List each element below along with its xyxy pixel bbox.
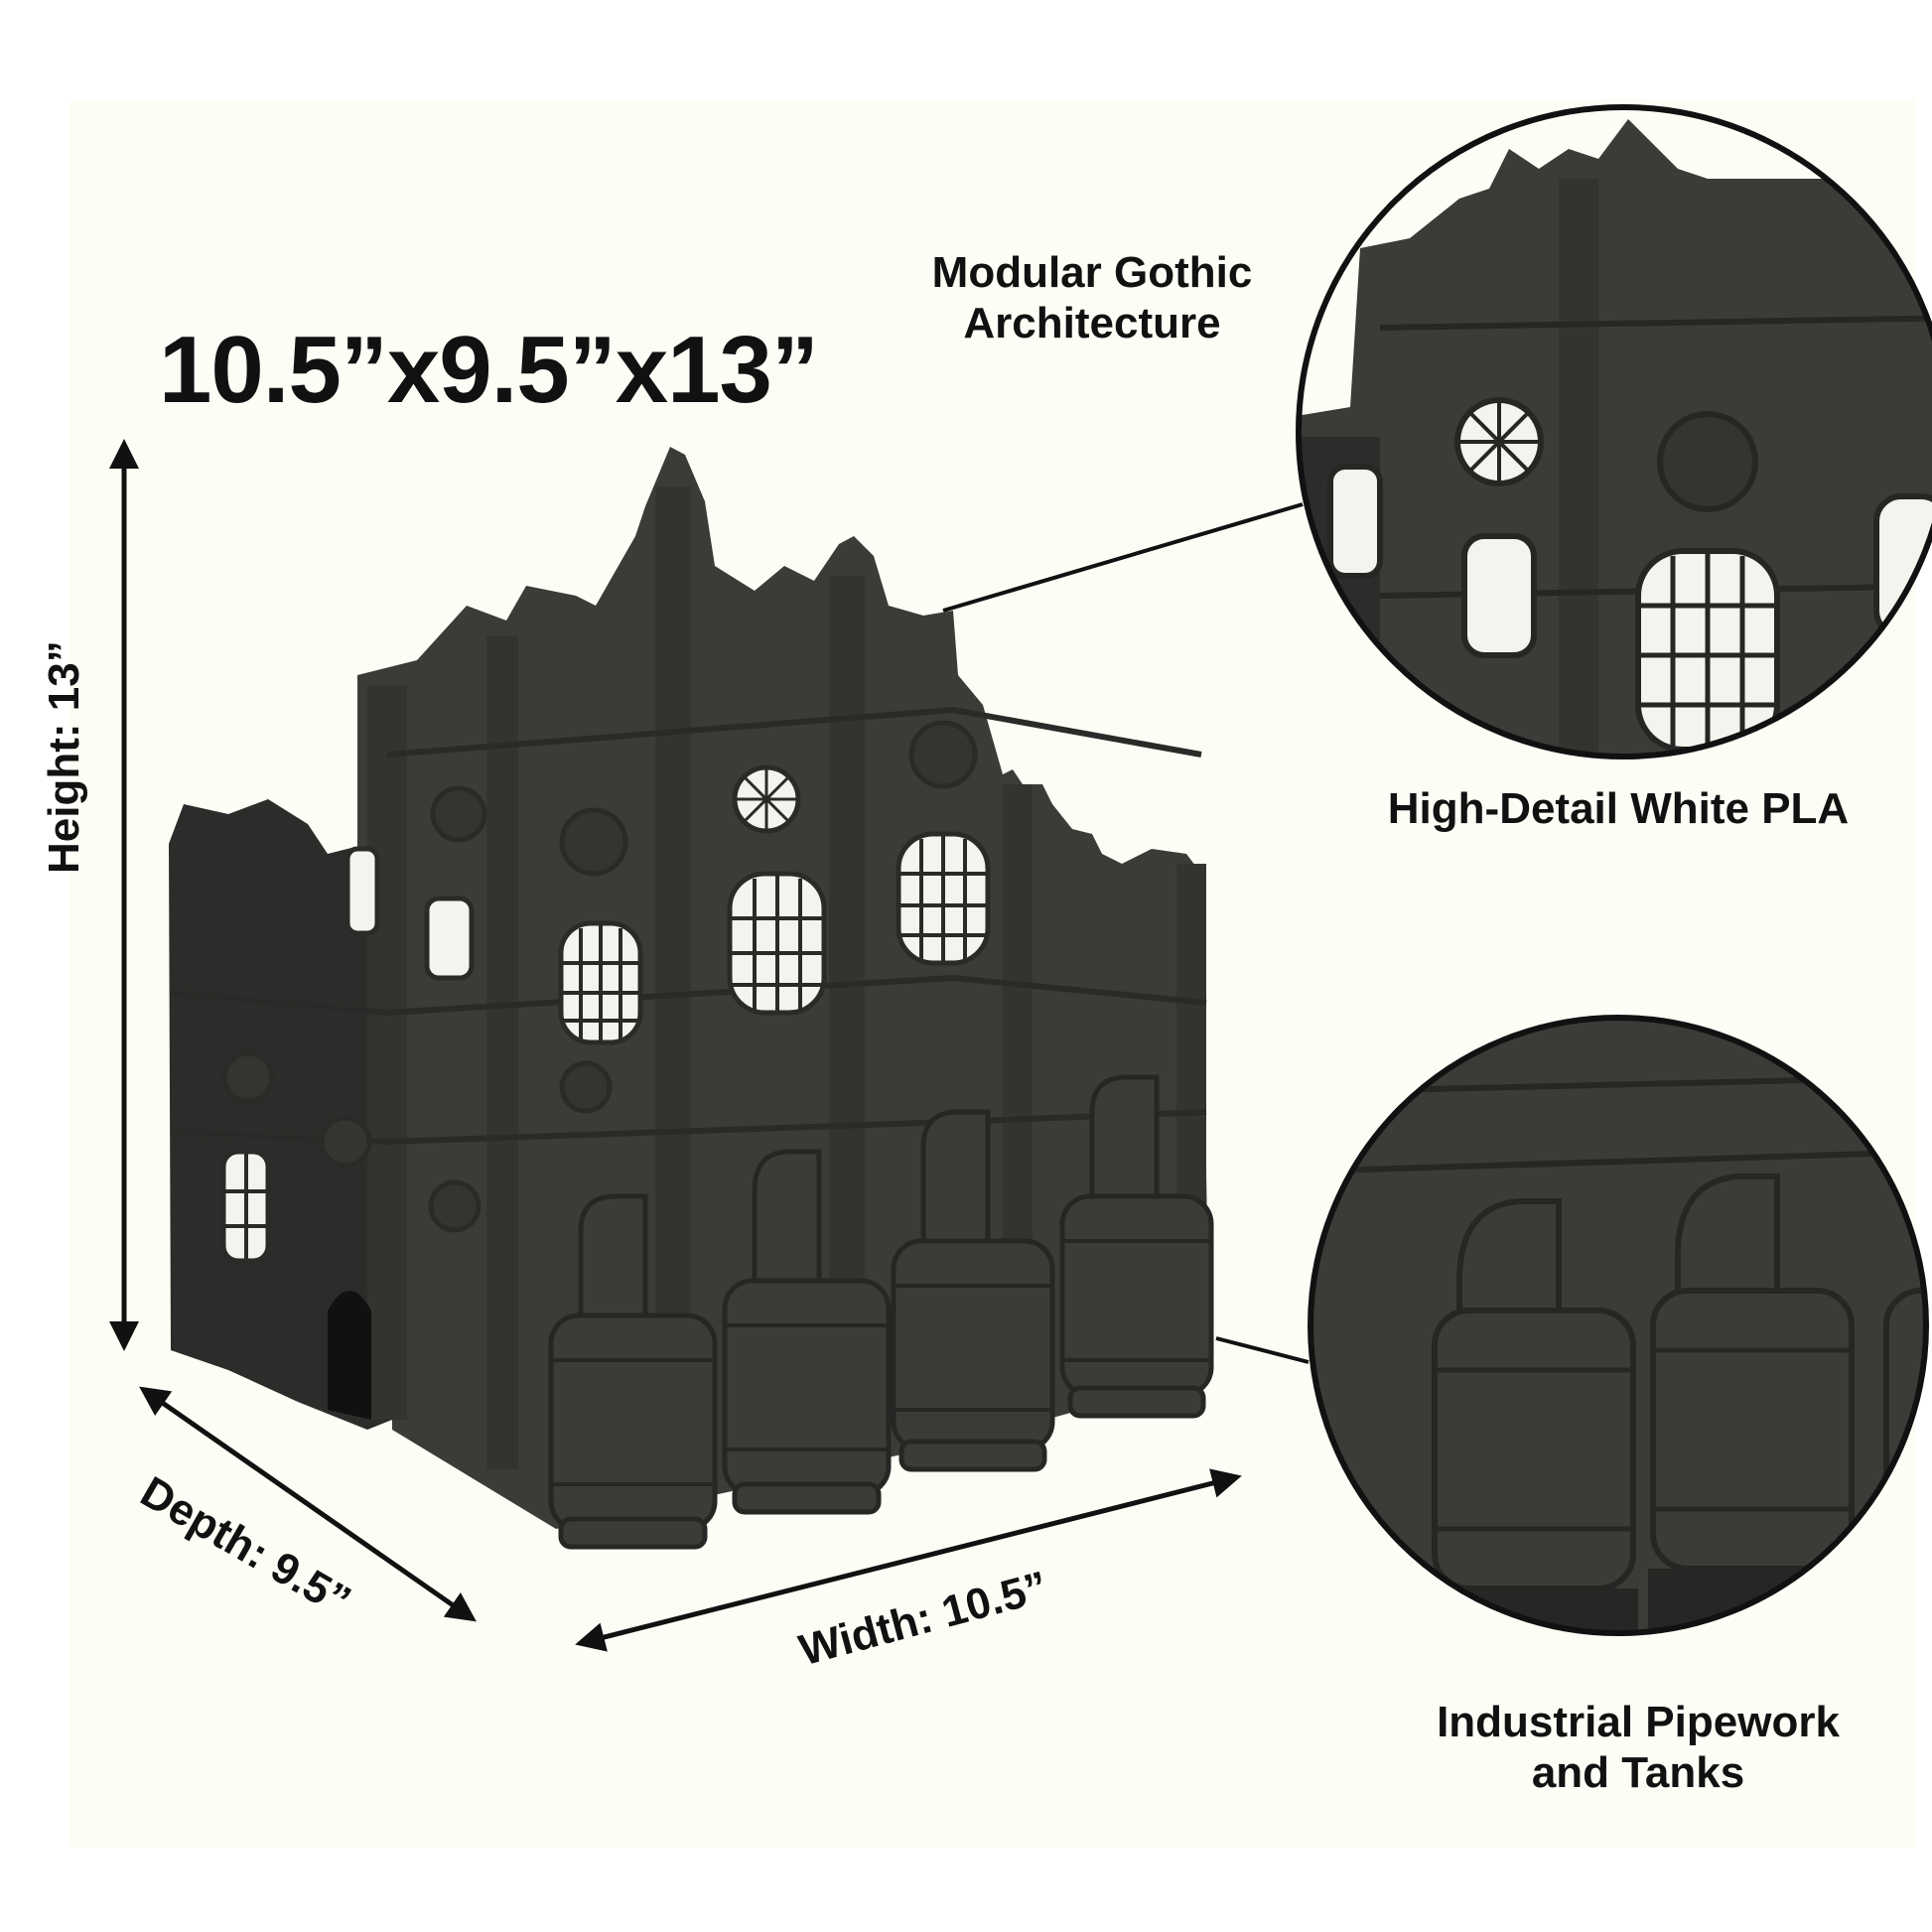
feature-material-label: High-Detail White PLA	[1330, 784, 1906, 835]
width-arrow	[575, 1468, 1242, 1652]
feature-line: Architecture	[963, 298, 1221, 347]
detail-callout-pipework	[1308, 1015, 1929, 1636]
feature-line: High-Detail White PLA	[1387, 784, 1850, 833]
tanks	[548, 1074, 1214, 1550]
side-wall	[169, 799, 392, 1430]
building-model	[169, 447, 1214, 1550]
callout-line-architecture	[942, 502, 1304, 613]
feature-line: Modular Gothic	[931, 248, 1253, 297]
feature-line: Industrial Pipework	[1437, 1698, 1840, 1746]
feature-line: and Tanks	[1531, 1747, 1745, 1797]
feature-pipework-label: Industrial Pipework and Tanks	[1360, 1698, 1916, 1798]
feature-architecture-label: Modular Gothic Architecture	[874, 248, 1311, 348]
window-6	[345, 846, 380, 936]
depth-arrow	[139, 1386, 477, 1622]
window-5	[424, 896, 475, 981]
detail-callout-architecture	[1296, 104, 1932, 759]
callout-line-pipework	[1215, 1336, 1310, 1364]
side-door	[328, 1291, 371, 1420]
dimensions-title: 10.5”x9.5”x13”	[159, 317, 819, 423]
height-label: Height: 13”	[40, 640, 88, 874]
